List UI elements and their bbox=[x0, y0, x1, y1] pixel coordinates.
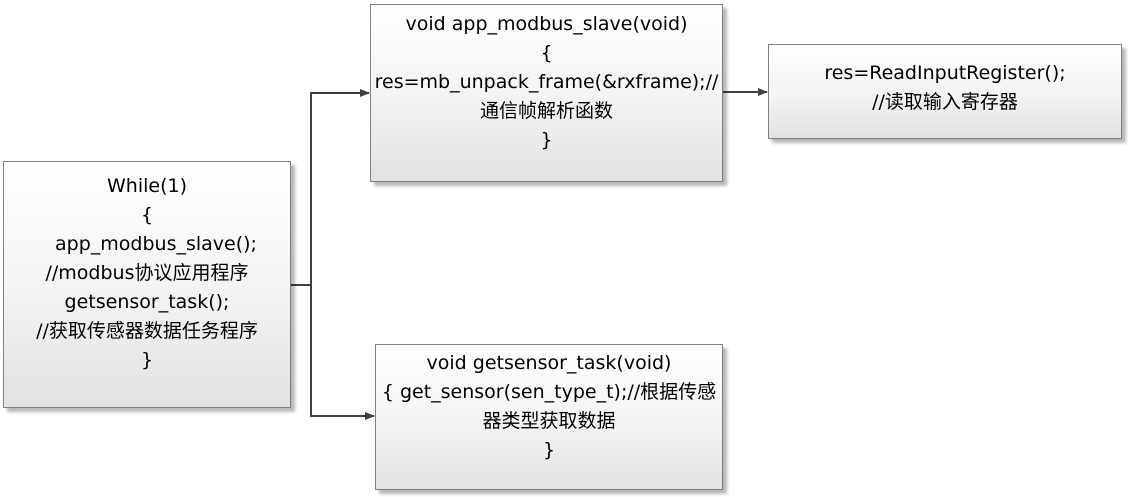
sensor-line-call: { get_sensor(sen_type_t);//根据传感 bbox=[381, 381, 717, 403]
modbus-line-close-brace: } bbox=[540, 129, 553, 151]
arrow-to-sensor-box bbox=[310, 285, 375, 420]
sensor-line-signature: void getsensor_task(void) bbox=[426, 352, 672, 374]
main-loop-line-sensor-comment: //获取传感器数据任务程序 bbox=[36, 320, 258, 342]
getsensor-task-box: void getsensor_task(void) { get_sensor(s… bbox=[375, 344, 723, 490]
modbus-slave-box: void app_modbus_slave(void) { res=mb_unp… bbox=[370, 4, 723, 182]
sensor-line-call-continued: 器类型获取数据 bbox=[482, 410, 616, 432]
read-line-call: res=ReadInputRegister(); bbox=[824, 62, 1066, 84]
main-loop-line-modbus-comment: //modbus协议应用程序 bbox=[45, 262, 249, 284]
read-input-register-box: res=ReadInputRegister(); //读取输入寄存器 bbox=[768, 44, 1122, 139]
arrow-to-modbus-box bbox=[291, 89, 370, 286]
modbus-line-open-brace: { bbox=[540, 42, 553, 64]
main-loop-line-close-brace: } bbox=[140, 349, 154, 371]
main-loop-line-modbus-call: app_modbus_slave(); bbox=[55, 233, 257, 255]
modbus-line-signature: void app_modbus_slave(void) bbox=[405, 13, 688, 35]
main-loop-line-sensor-call: getsensor_task(); bbox=[64, 291, 230, 313]
modbus-line-unpack-call: res=mb_unpack_frame(&rxframe);// bbox=[374, 71, 719, 93]
modbus-line-comment: 通信帧解析函数 bbox=[479, 100, 613, 122]
main-loop-line-open-brace: { bbox=[140, 204, 154, 226]
main-loop-box: While(1) { app_modbus_slave(); //modbus协… bbox=[3, 161, 291, 408]
main-loop-line-while: While(1) bbox=[107, 175, 187, 197]
read-line-comment: //读取输入寄存器 bbox=[872, 91, 1018, 113]
sensor-line-close-brace: } bbox=[542, 439, 556, 461]
